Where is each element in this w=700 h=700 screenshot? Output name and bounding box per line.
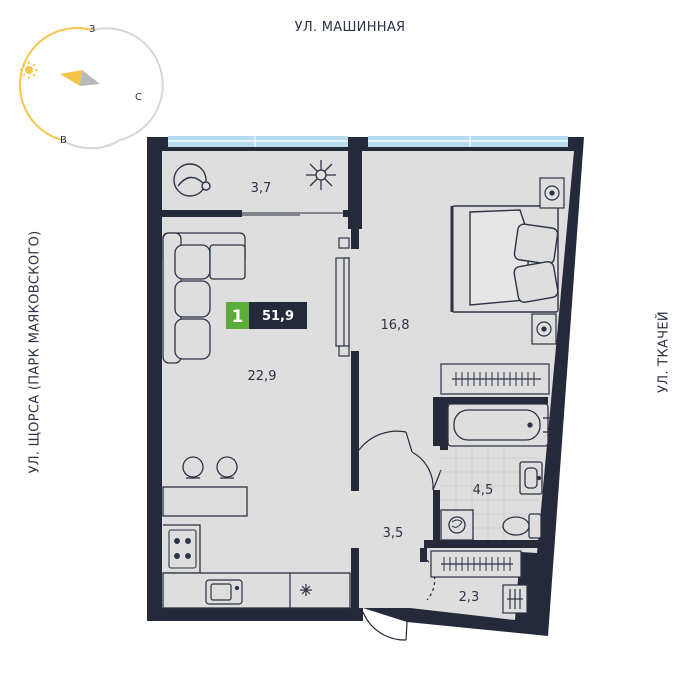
room-area-storage: 2,3: [459, 590, 480, 605]
stove-icon: [168, 529, 197, 569]
sink-icon: [205, 579, 243, 605]
toilet-icon: [502, 513, 542, 539]
apartment-badge: 1 51,9: [226, 302, 307, 329]
compass-east-label: В: [60, 135, 67, 146]
room-area-balcony: 3,7: [251, 181, 272, 196]
room-area-living-kitchen: 22,9: [248, 369, 277, 384]
doors: [242, 212, 442, 641]
bathroom-sink-icon: [519, 461, 543, 495]
sun-icon: [20, 61, 38, 79]
compass-north-label: С: [135, 92, 142, 103]
dining-chairs-icon: [182, 456, 238, 479]
tv-stand-icon: [335, 237, 350, 357]
badge-total-area: 51,9: [262, 309, 294, 324]
compass: З С В: [18, 24, 164, 150]
balcony-chair-icon: [173, 163, 211, 197]
compass-west-label: З: [89, 24, 95, 35]
sofa-icon: [162, 232, 246, 364]
bathtub-icon: [447, 403, 552, 447]
street-label-top: УЛ. МАШИННАЯ: [294, 20, 406, 35]
bed-icon: [450, 205, 559, 313]
interior-walls: [162, 151, 548, 608]
nightstand-lamp-top-icon: [539, 177, 565, 209]
room-area-hallway: 3,5: [383, 526, 404, 541]
room-area-bedroom: 16,8: [381, 318, 410, 333]
badge-room-count: 1: [232, 307, 244, 327]
balcony-plant-icon: [306, 160, 336, 190]
storage-shelf-icon: [430, 550, 528, 614]
direction-arrow-icon: [60, 70, 100, 86]
wardrobe-icon: [440, 363, 550, 395]
dining-bar-counter: [162, 486, 248, 517]
kitchen-counter: [162, 524, 351, 609]
room-area-bathroom: 4,5: [473, 483, 494, 498]
fridge-icon: [289, 573, 312, 608]
nightstand-lamp-bottom-icon: [531, 313, 557, 345]
window-top: [168, 136, 568, 147]
washing-machine-icon: [440, 509, 474, 541]
